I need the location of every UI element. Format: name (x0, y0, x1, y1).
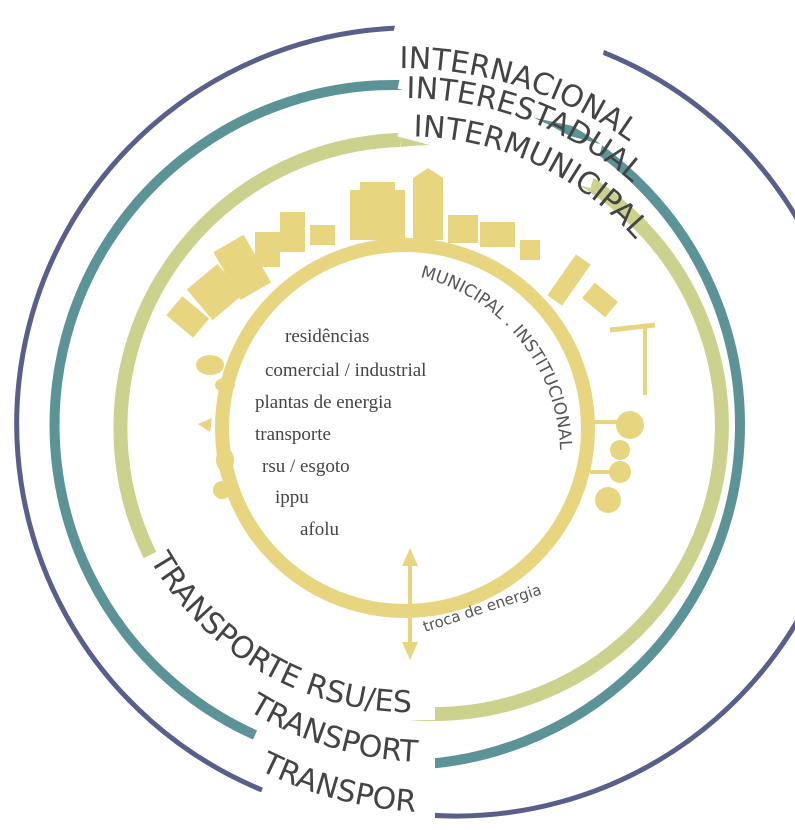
core-ring (215, 238, 595, 618)
sector-power-plants: plantas de energia (255, 392, 392, 413)
inner-ring-left (113, 133, 401, 559)
outer-ring-left (14, 25, 401, 793)
sector-afolu: afolu (300, 519, 340, 540)
sector-commercial-industrial: comercial / industrial (265, 360, 426, 381)
middle-ring (399, 80, 745, 770)
double-arrow-icon (402, 548, 418, 660)
sector-list: residências comercial / industrial plant… (255, 326, 426, 540)
sector-transport: transporte (255, 424, 331, 445)
transport-middle-label: TRANSPORTE (0, 0, 420, 770)
outer-ring (399, 21, 795, 819)
sector-residential: residências (285, 326, 369, 347)
middle-ring-left (49, 79, 401, 740)
city-skyline-icon (166, 168, 656, 513)
sector-waste: rsu / esgoto (262, 456, 350, 477)
sector-ippu: ippu (275, 487, 309, 508)
